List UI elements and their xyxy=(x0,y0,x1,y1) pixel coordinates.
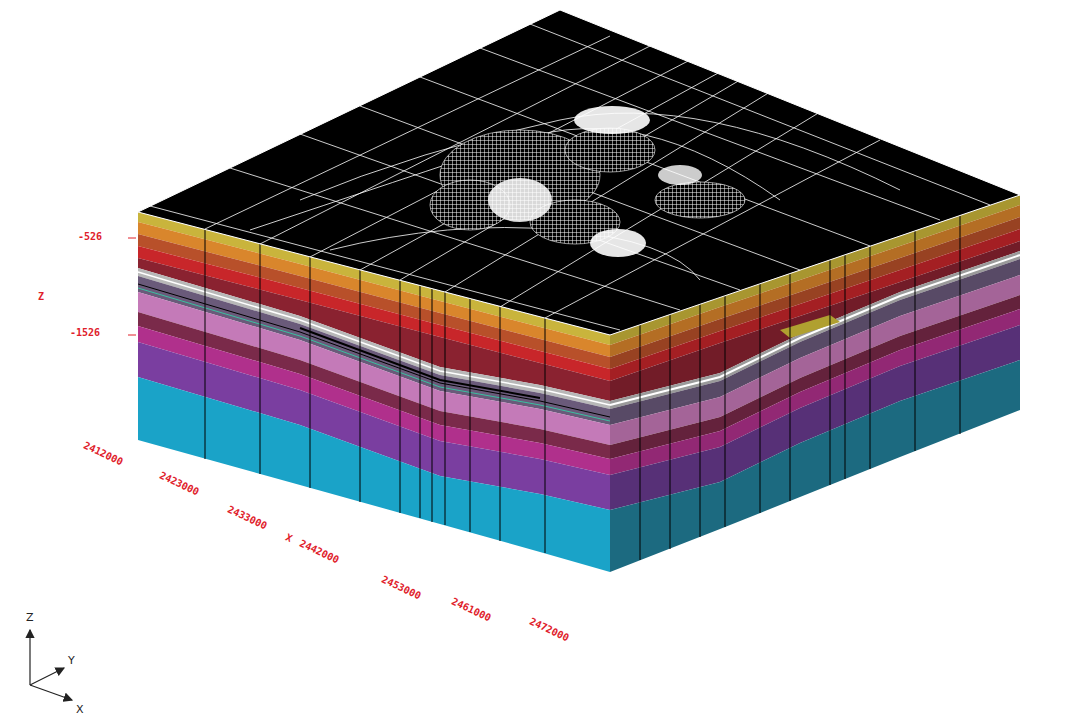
axis-letter: Z xyxy=(26,612,34,623)
axis-value: -526 xyxy=(78,232,102,242)
axis-value: 2472000 xyxy=(528,616,570,643)
axis-value: 2461000 xyxy=(450,596,492,623)
axis-title: Z xyxy=(38,292,44,302)
axis-value: 2433000 xyxy=(226,504,268,531)
top-face-mesh xyxy=(138,10,1020,335)
axis-value: 2442000 xyxy=(298,538,340,565)
axis-letter: X xyxy=(76,704,84,715)
axis-value: 2412000 xyxy=(82,440,124,467)
axis-ticks xyxy=(128,238,136,335)
axis-value: 2453000 xyxy=(380,574,422,601)
axis-triad xyxy=(30,630,72,700)
axis-value: 2423000 xyxy=(158,470,200,497)
axis-letter: Y xyxy=(68,655,75,666)
axis-value: -1526 xyxy=(70,328,100,338)
axis-title: X xyxy=(284,532,294,544)
